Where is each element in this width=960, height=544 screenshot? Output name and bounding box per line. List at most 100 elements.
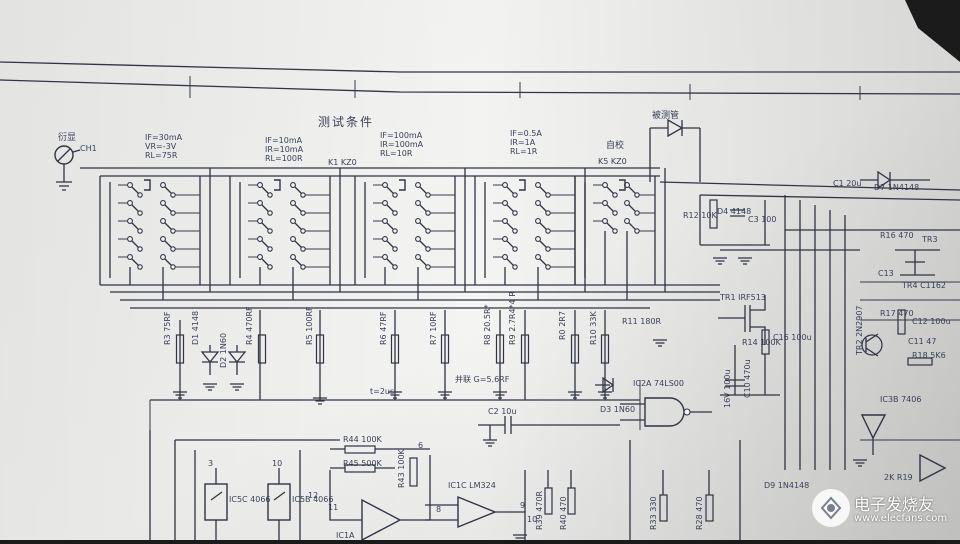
component-label: R33 330 [649, 496, 658, 530]
condition-1-line-1: IF=30mA [145, 133, 183, 142]
ground-icon [598, 391, 612, 399]
component-label: IC5B 4066 [292, 495, 333, 504]
feedback-resistors [330, 445, 430, 487]
analog-switch-ic5c-icon [204, 468, 228, 540]
condition-2-relay: K1 KZ0 [328, 158, 357, 167]
component-label: C10 470u [743, 359, 752, 398]
component-label: R5 100RF [305, 306, 314, 345]
component-label: D2 1N60 [219, 333, 228, 368]
misc-label: t=2us [370, 387, 394, 396]
component-label: R9 2.7R4*4 R [508, 291, 517, 345]
condition-3-line-1: IF=100mA [380, 131, 423, 140]
component-label: D9 1N4148 [764, 481, 809, 490]
component-label: C12 100u [912, 317, 951, 326]
condition-1: IF=30mA VR=-3V RL=75R [145, 133, 183, 160]
watermark: 电子发烧友 www.elecfans.com [810, 483, 958, 535]
resistor-6 [495, 334, 505, 364]
condition-3-line-3: RL=10R [380, 149, 413, 158]
ground-icon [438, 391, 452, 399]
condition-4-line-1: IF=0.5A [510, 129, 542, 138]
component-label: D7 1N4148 [874, 183, 919, 192]
watermark-title: 电子发烧友 [854, 495, 935, 514]
component-label: R16 470 [880, 231, 914, 240]
resistor-7 [520, 334, 530, 364]
top-bus [80, 167, 660, 177]
ground-icon [738, 257, 752, 265]
ground-icon [493, 391, 507, 399]
probe-label: CH1 [80, 144, 97, 153]
resistor-3 [315, 334, 325, 364]
misc-label: 8 [436, 505, 441, 514]
component-label: R3 75RF [163, 311, 172, 345]
opamp-ic1a-icon [329, 455, 431, 542]
relay-bank [99, 168, 666, 300]
component-label: C13 [878, 269, 894, 278]
diode-d7-icon [860, 170, 930, 190]
relay-group-4 [474, 168, 586, 300]
capacitor-c2-icon [478, 416, 620, 440]
misc-label: 9 [520, 501, 525, 510]
component-label: R8 20.5R* [483, 304, 492, 345]
component-label: 16V 100u [723, 369, 732, 408]
misc-label: 并联 G=5.6RF [455, 374, 510, 384]
misc-label: 10 [527, 515, 537, 524]
bottom-resistors [524, 440, 741, 540]
diode-d3-icon [595, 376, 615, 394]
ground-icon [568, 391, 582, 399]
ground-icon [230, 383, 244, 391]
tube-under-test-diode-icon [649, 118, 701, 182]
inverter-right-icon [919, 453, 947, 483]
misc-label: 12 [308, 491, 318, 500]
component-label: D3 1N60 [600, 405, 635, 414]
component-label: C16 100u [773, 333, 812, 342]
condition-1-line-2: VR=-3V [145, 142, 177, 151]
right-mid-components [699, 195, 933, 396]
component-label: C11 47 [908, 337, 937, 346]
transistor-tr2-icon [861, 333, 883, 357]
component-label: D1 4148 [191, 311, 200, 345]
ground-icon [313, 397, 327, 405]
analog-switch-ic5b-icon [267, 468, 291, 540]
component-label: R44 100K [343, 435, 383, 444]
component-label: C2 10u [488, 407, 516, 416]
condition-2-line-3: RL=100R [265, 154, 303, 163]
resistor-8 [570, 334, 580, 364]
resistor-9 [600, 334, 610, 364]
watermark-url: www.elecfans.com [854, 513, 948, 524]
component-label: R40 470 [559, 496, 568, 530]
misc-label: 3 [208, 459, 213, 468]
component-label: R17 470 [880, 309, 914, 318]
lower-buses [100, 284, 720, 430]
component-label: IC1A [336, 531, 355, 540]
condition-1-line-3: RL=75R [145, 151, 178, 160]
component-label: 2K R19 [884, 473, 913, 482]
component-label: R10 33K [589, 311, 598, 345]
component-label: R28 470 [695, 496, 704, 530]
misc-label: 6 [418, 441, 423, 450]
condition-3: IF=100mA IR=100mA RL=10R [380, 131, 424, 158]
component-label: R6 47RF [379, 311, 388, 345]
component-label: D4 4148 [717, 207, 751, 216]
misc-label: 10 [272, 459, 282, 468]
component-label: R45 500K [343, 459, 383, 468]
component-label: TR2 2N2907 [855, 305, 864, 356]
component-label: IC3B 7406 [880, 395, 921, 404]
relay-group-1 [99, 168, 211, 300]
condition-4: IF=0.5A IR=1A RL=1R [510, 129, 542, 156]
right-bus [659, 181, 960, 470]
buffer-ic3b-icon [860, 414, 887, 455]
ground-icon [203, 383, 217, 391]
ground-icon [853, 459, 867, 467]
bottom-left-wiring [149, 430, 340, 540]
self-check-label: 自校 [606, 139, 624, 151]
transistor-tr3-tr4-icon [895, 249, 940, 276]
condition-2-line-1: IF=10mA [265, 136, 303, 145]
ground-icon [388, 391, 402, 399]
resistor-1 [175, 334, 185, 364]
component-label: C3 100 [748, 215, 777, 224]
resistor-5 [440, 334, 450, 364]
component-label: R4 470RF [245, 306, 254, 345]
component-label: R39 470R [535, 490, 544, 530]
